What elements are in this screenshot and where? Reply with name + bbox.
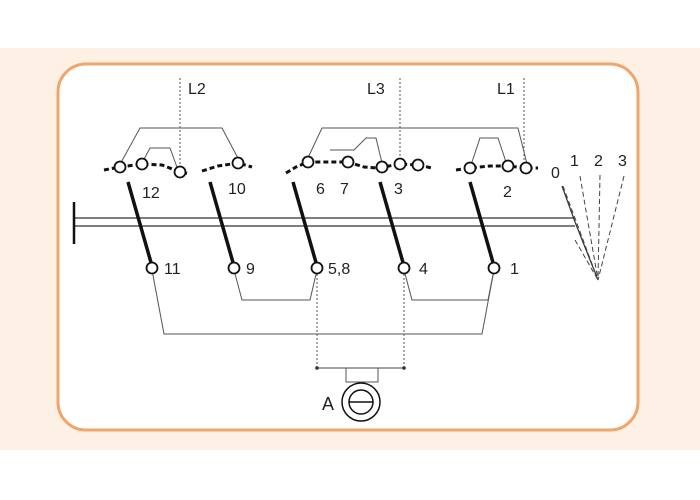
lever-1	[468, 181, 496, 267]
label-contact-6: 6	[316, 181, 325, 198]
node-3c	[411, 158, 425, 172]
node-2a	[463, 161, 477, 175]
label-terminal-58: 5,8	[328, 261, 350, 278]
label-l2: L2	[188, 81, 206, 98]
label-position-0: 0	[551, 165, 560, 182]
wire-9-58	[233, 269, 318, 301]
node-2c	[519, 161, 533, 175]
node-4	[397, 261, 411, 275]
wire-outer-top	[305, 127, 529, 169]
node-12a	[113, 160, 127, 174]
label-l1: L1	[497, 81, 515, 98]
node-9	[227, 261, 241, 275]
label-contact-7: 7	[340, 181, 349, 198]
contact-row-10	[201, 161, 253, 173]
wire-11-1	[151, 269, 495, 335]
wire-l2-bridge	[117, 127, 241, 169]
label-ammeter: A	[322, 394, 334, 414]
lever-4	[378, 181, 406, 267]
node-11	[145, 261, 159, 275]
node-2b	[501, 159, 515, 173]
label-contact-10: 10	[228, 181, 246, 198]
label-position-3: 3	[618, 153, 627, 170]
lead-meter-drop	[345, 368, 379, 383]
pointer-0b	[561, 185, 576, 223]
label-position-2: 2	[594, 153, 603, 170]
node-1	[487, 261, 501, 275]
fan-ray-3	[597, 175, 625, 281]
label-terminal-11: 11	[164, 261, 181, 278]
wire-7-bridge	[330, 137, 383, 164]
label-terminal-1: 1	[510, 261, 519, 278]
node-12b	[135, 157, 149, 171]
node-58	[310, 261, 324, 275]
fan-ray-1	[579, 175, 599, 281]
lever-58	[291, 181, 319, 267]
fan-ray-0	[562, 185, 599, 281]
label-contact-3: 3	[394, 181, 403, 198]
label-l3: L3	[367, 81, 385, 98]
node-12c	[173, 165, 187, 179]
node-7	[341, 155, 355, 169]
node-10	[231, 156, 245, 170]
contact-row-6	[285, 160, 433, 175]
diagram-frame	[56, 62, 640, 432]
node-3b	[393, 157, 407, 171]
lever-11	[126, 181, 154, 267]
node-6	[301, 155, 315, 169]
label-contact-12: 12	[142, 185, 160, 202]
label-terminal-9: 9	[246, 261, 255, 278]
meter-dot-left	[315, 366, 319, 370]
fan-ray-2	[597, 174, 601, 281]
node-3a	[375, 160, 389, 174]
label-terminal-4: 4	[419, 261, 428, 278]
meter-dot-right	[402, 366, 406, 370]
wire-2-bridge	[469, 137, 508, 169]
label-position-1: 1	[570, 153, 579, 170]
wire-12-inner	[141, 147, 179, 171]
wire-4-1	[403, 269, 495, 301]
lever-9	[208, 181, 236, 267]
contact-row-12	[103, 162, 191, 176]
label-contact-2: 2	[503, 184, 512, 201]
